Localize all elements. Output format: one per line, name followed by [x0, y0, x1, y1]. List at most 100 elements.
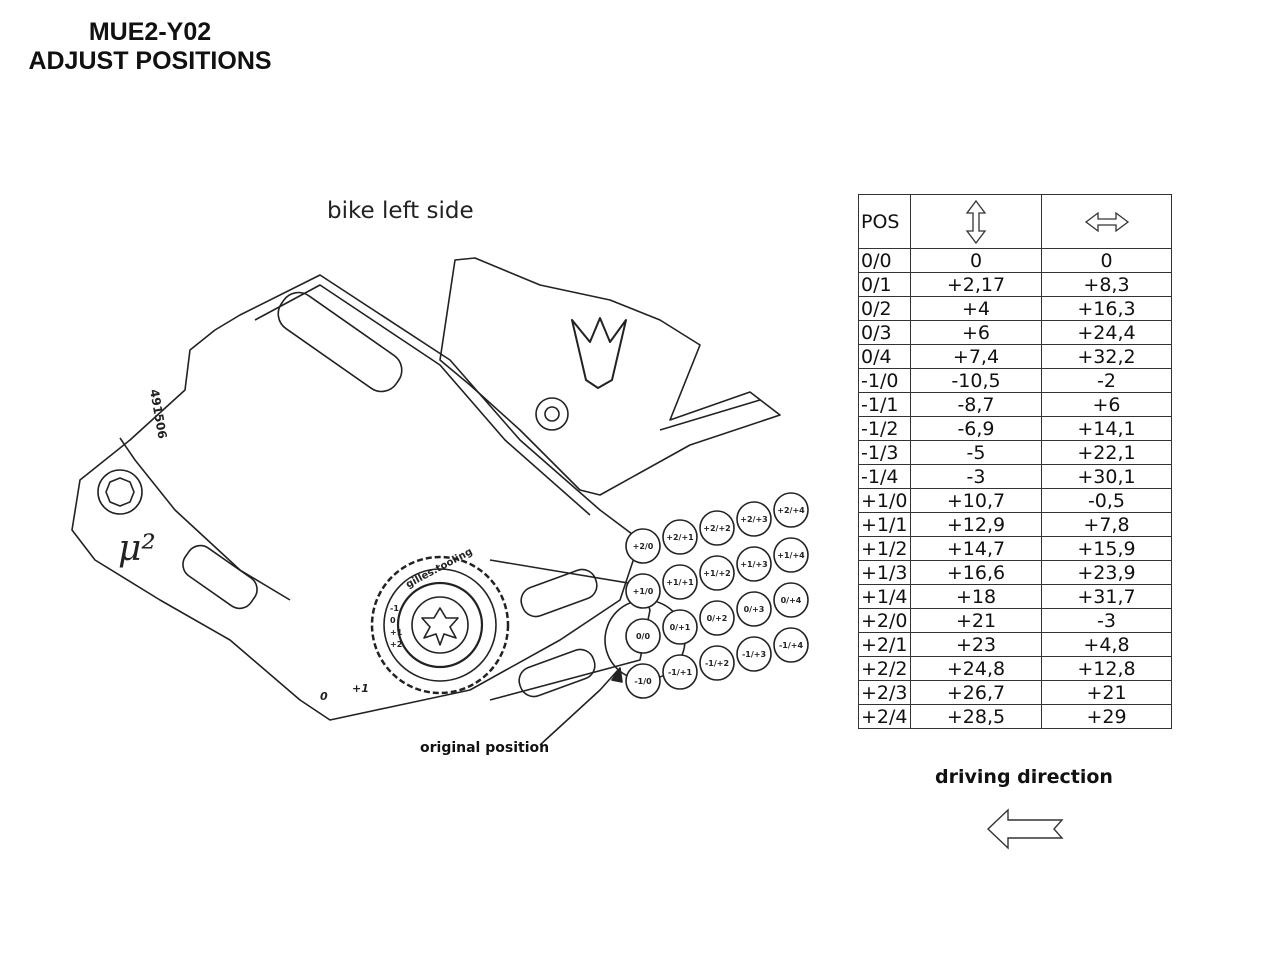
table-row: -1/1-8,7+6: [858, 392, 1172, 417]
vertical-value-cell: +10,7: [910, 488, 1042, 513]
vertical-value-cell: +21: [910, 608, 1042, 633]
position-label: +2/0: [633, 542, 654, 551]
part-number: 491506: [147, 388, 169, 440]
vertical-value-cell: +24,8: [910, 656, 1042, 681]
pos-cell: +2/3: [858, 680, 911, 705]
scale-mark: +2: [390, 640, 402, 649]
position-label: 0/0: [636, 632, 650, 641]
position-label: -1/0: [634, 677, 652, 686]
pivot-bolt: [97, 469, 143, 515]
position-circle: [773, 537, 809, 573]
pos-cell: -1/2: [858, 416, 911, 441]
scale-mark: +1: [390, 628, 403, 637]
position-label: +1/+2: [703, 569, 730, 578]
pos-cell: +2/4: [858, 704, 911, 729]
position-circle: [625, 618, 661, 654]
bracket-plate: [71, 274, 641, 721]
vertical-value-cell: +4: [910, 296, 1042, 321]
horizontal-value-cell: +8,3: [1041, 272, 1172, 297]
horizontal-value-cell: +14,1: [1041, 416, 1172, 441]
position-label: 0/+1: [670, 623, 691, 632]
position-label: +1/+3: [740, 560, 767, 569]
pos-cell: +1/2: [858, 536, 911, 561]
position-label: -1/+2: [705, 659, 729, 668]
pos-cell: -1/3: [858, 440, 911, 465]
table-row: 0/2+4+16,3: [858, 296, 1172, 321]
pos-cell: +1/0: [858, 488, 911, 513]
vertical-value-cell: +23: [910, 632, 1042, 657]
horizontal-column-header: [1041, 194, 1172, 249]
left-arrow-icon: [986, 808, 1064, 850]
position-circle: [699, 645, 735, 681]
vertical-value-cell: -3: [910, 464, 1042, 489]
pos-cell: 0/4: [858, 344, 911, 369]
vertical-value-cell: -8,7: [910, 392, 1042, 417]
torx-icon: [421, 607, 459, 646]
horizontal-value-cell: -0,5: [1041, 488, 1172, 513]
driving-direction-label: driving direction: [935, 766, 1113, 788]
vertical-value-cell: -10,5: [910, 368, 1042, 393]
table-row: -1/3-5+22,1: [858, 440, 1172, 465]
vertical-value-cell: +16,6: [910, 560, 1042, 585]
position-circle: [699, 555, 735, 591]
vertical-column-header: [910, 194, 1042, 249]
position-circle: [736, 636, 772, 672]
scale-mark: 0: [390, 616, 396, 625]
vertical-value-cell: +28,5: [910, 704, 1042, 729]
pos-cell: +1/3: [858, 560, 911, 585]
position-label: +1/+1: [666, 578, 694, 587]
vertical-value-cell: 0: [910, 248, 1042, 273]
horizontal-value-cell: +22,1: [1041, 440, 1172, 465]
position-circle: [699, 600, 735, 636]
bottom-mark: 0: [320, 690, 328, 703]
position-circle: [773, 582, 809, 618]
pos-cell: +1/1: [858, 512, 911, 537]
horizontal-value-cell: +32,2: [1041, 344, 1172, 369]
table-row: +1/4+18+31,7: [858, 584, 1172, 609]
table-row: -1/0-10,5-2: [858, 368, 1172, 393]
vertical-value-cell: +7,4: [910, 344, 1042, 369]
position-circle: [736, 501, 772, 537]
position-circle: [773, 627, 809, 663]
pos-cell: 0/0: [858, 248, 911, 273]
cover-plate: [439, 257, 781, 496]
vertical-value-cell: +14,7: [910, 536, 1042, 561]
position-circle: [736, 591, 772, 627]
eccentric-gear: [370, 555, 510, 695]
pos-cell: 0/1: [858, 272, 911, 297]
position-label: 0/+2: [707, 614, 728, 623]
position-circle: [662, 564, 698, 600]
table-header-row: POS: [858, 194, 1172, 249]
drawing-title: ADJUST POSITIONS: [28, 47, 272, 75]
table-row: +2/0+21-3: [858, 608, 1172, 633]
position-circle: [699, 510, 735, 546]
horizontal-value-cell: +4,8: [1041, 632, 1172, 657]
position-label: +2/+1: [666, 533, 694, 542]
table-row: -1/2-6,9+14,1: [858, 416, 1172, 441]
position-label: -1/+3: [742, 650, 766, 659]
horizontal-value-cell: +21: [1041, 680, 1172, 705]
pos-cell: -1/4: [858, 464, 911, 489]
horizontal-value-cell: +16,3: [1041, 296, 1172, 321]
pos-cell: +2/2: [858, 656, 911, 681]
position-circle: [662, 519, 698, 555]
table-row: 0/4+7,4+32,2: [858, 344, 1172, 369]
pos-cell: +1/4: [858, 584, 911, 609]
position-circle: [736, 546, 772, 582]
horizontal-value-cell: 0: [1041, 248, 1172, 273]
table-row: -1/4-3+30,1: [858, 464, 1172, 489]
position-label: 0/+3: [744, 605, 765, 614]
position-label: +1/+4: [777, 551, 805, 560]
position-label: +2/+2: [703, 524, 730, 533]
pos-cell: +2/1: [858, 632, 911, 657]
pos-cell: 0/2: [858, 296, 911, 321]
original-position-callout: original position: [420, 740, 550, 756]
horizontal-value-cell: +30,1: [1041, 464, 1172, 489]
horizontal-value-cell: +6: [1041, 392, 1172, 417]
drawing-code: MUE2-Y02: [88, 18, 212, 46]
position-label: +2/+4: [777, 506, 805, 515]
pos-cell: 0/3: [858, 320, 911, 345]
brand-logo-icon: [571, 317, 627, 389]
rearset-drawing: μ² 491506 gilles.tooling -1 0 +1 +2 0 +1…: [71, 257, 809, 746]
